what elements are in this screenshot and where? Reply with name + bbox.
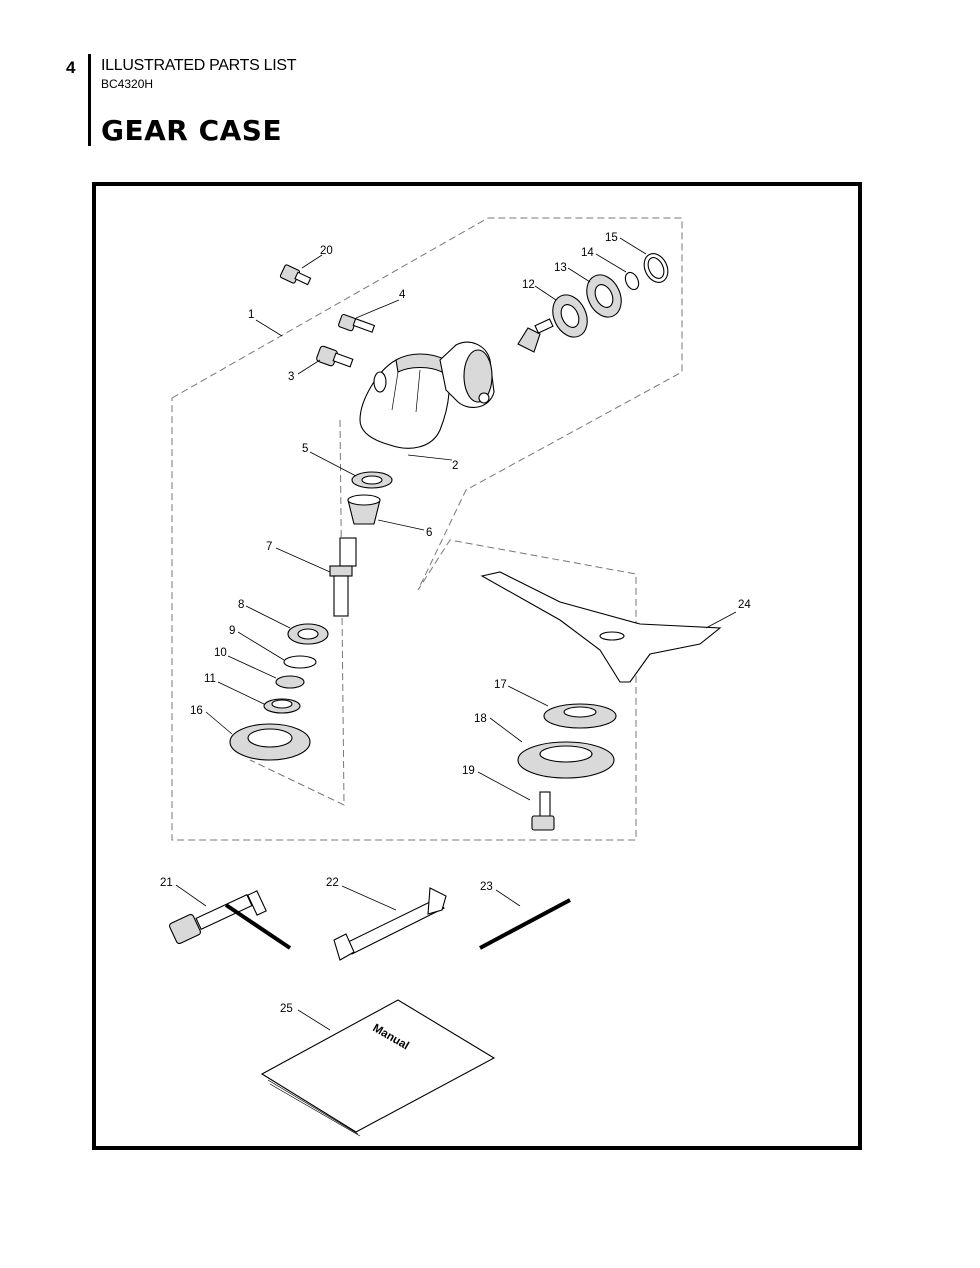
callout-16: 16 [190, 705, 203, 717]
part-8-bearing [287, 623, 329, 645]
leader-lines [175, 237, 737, 1031]
part-3-bolt [316, 345, 354, 368]
part-20-bolt [279, 264, 312, 286]
part-4-bolt [338, 313, 376, 333]
callout-5: 5 [302, 443, 308, 455]
callout-19: 19 [462, 765, 475, 777]
callout-24: 24 [738, 599, 751, 611]
callout-4: 4 [399, 289, 406, 301]
callout-18: 18 [474, 713, 487, 725]
part-13-bearing [586, 274, 622, 318]
part-16-cover [229, 723, 311, 761]
page-number: 4 [66, 58, 76, 77]
callout-1: 1 [248, 309, 254, 321]
callout-20: 20 [320, 245, 333, 257]
callout-22: 22 [326, 877, 339, 889]
part-9-washer [283, 655, 317, 669]
part-6-bevel-gear [347, 494, 381, 525]
part-22-spanner [333, 887, 447, 961]
callout-23: 23 [480, 881, 493, 893]
part-5-bearing [351, 471, 393, 489]
callout-labels: 1 2 3 4 5 6 7 8 9 10 11 12 13 14 15 16 1… [160, 232, 751, 1015]
part-11-spacer [263, 698, 301, 714]
callout-14: 14 [581, 247, 594, 259]
callout-17: 17 [494, 679, 507, 691]
section-title: GEAR CASE [101, 114, 283, 147]
part-7-shaft [329, 537, 357, 617]
part-21-plug-wrench [169, 890, 292, 950]
callout-25: 25 [280, 1003, 293, 1015]
part-23-rod [479, 898, 571, 950]
diagram-frame [92, 182, 862, 1150]
callout-6: 6 [426, 527, 432, 539]
part-24-blade [480, 571, 722, 683]
callout-15: 15 [605, 232, 618, 244]
model-number: BC4320H [101, 77, 154, 91]
part-2-gear-case [359, 341, 495, 449]
part-12-bearing [552, 294, 588, 338]
assembly-outline-shaft [249, 419, 345, 806]
header-divider [88, 54, 91, 146]
part-14-washer [624, 271, 640, 291]
pinion-gear [517, 318, 554, 353]
callout-13: 13 [554, 262, 567, 274]
part-25-manual: Manual [260, 999, 496, 1137]
callout-21: 21 [160, 877, 173, 889]
document-title: ILLUSTRATED PARTS LIST [101, 57, 297, 74]
callout-12: 12 [522, 279, 535, 291]
callout-9: 9 [229, 625, 235, 637]
part-18-cup [517, 741, 615, 779]
part-19-bolt [531, 791, 555, 831]
callout-11: 11 [204, 673, 216, 685]
callout-7: 7 [266, 541, 272, 553]
callout-8: 8 [238, 599, 244, 611]
callout-10: 10 [214, 647, 227, 659]
part-17-washer [543, 703, 617, 729]
assembly-outline-upper [171, 217, 683, 841]
part-10-spacer [275, 675, 305, 689]
callout-2: 2 [452, 460, 458, 472]
callout-3: 3 [288, 371, 294, 383]
part-15-snap-ring [643, 253, 669, 283]
